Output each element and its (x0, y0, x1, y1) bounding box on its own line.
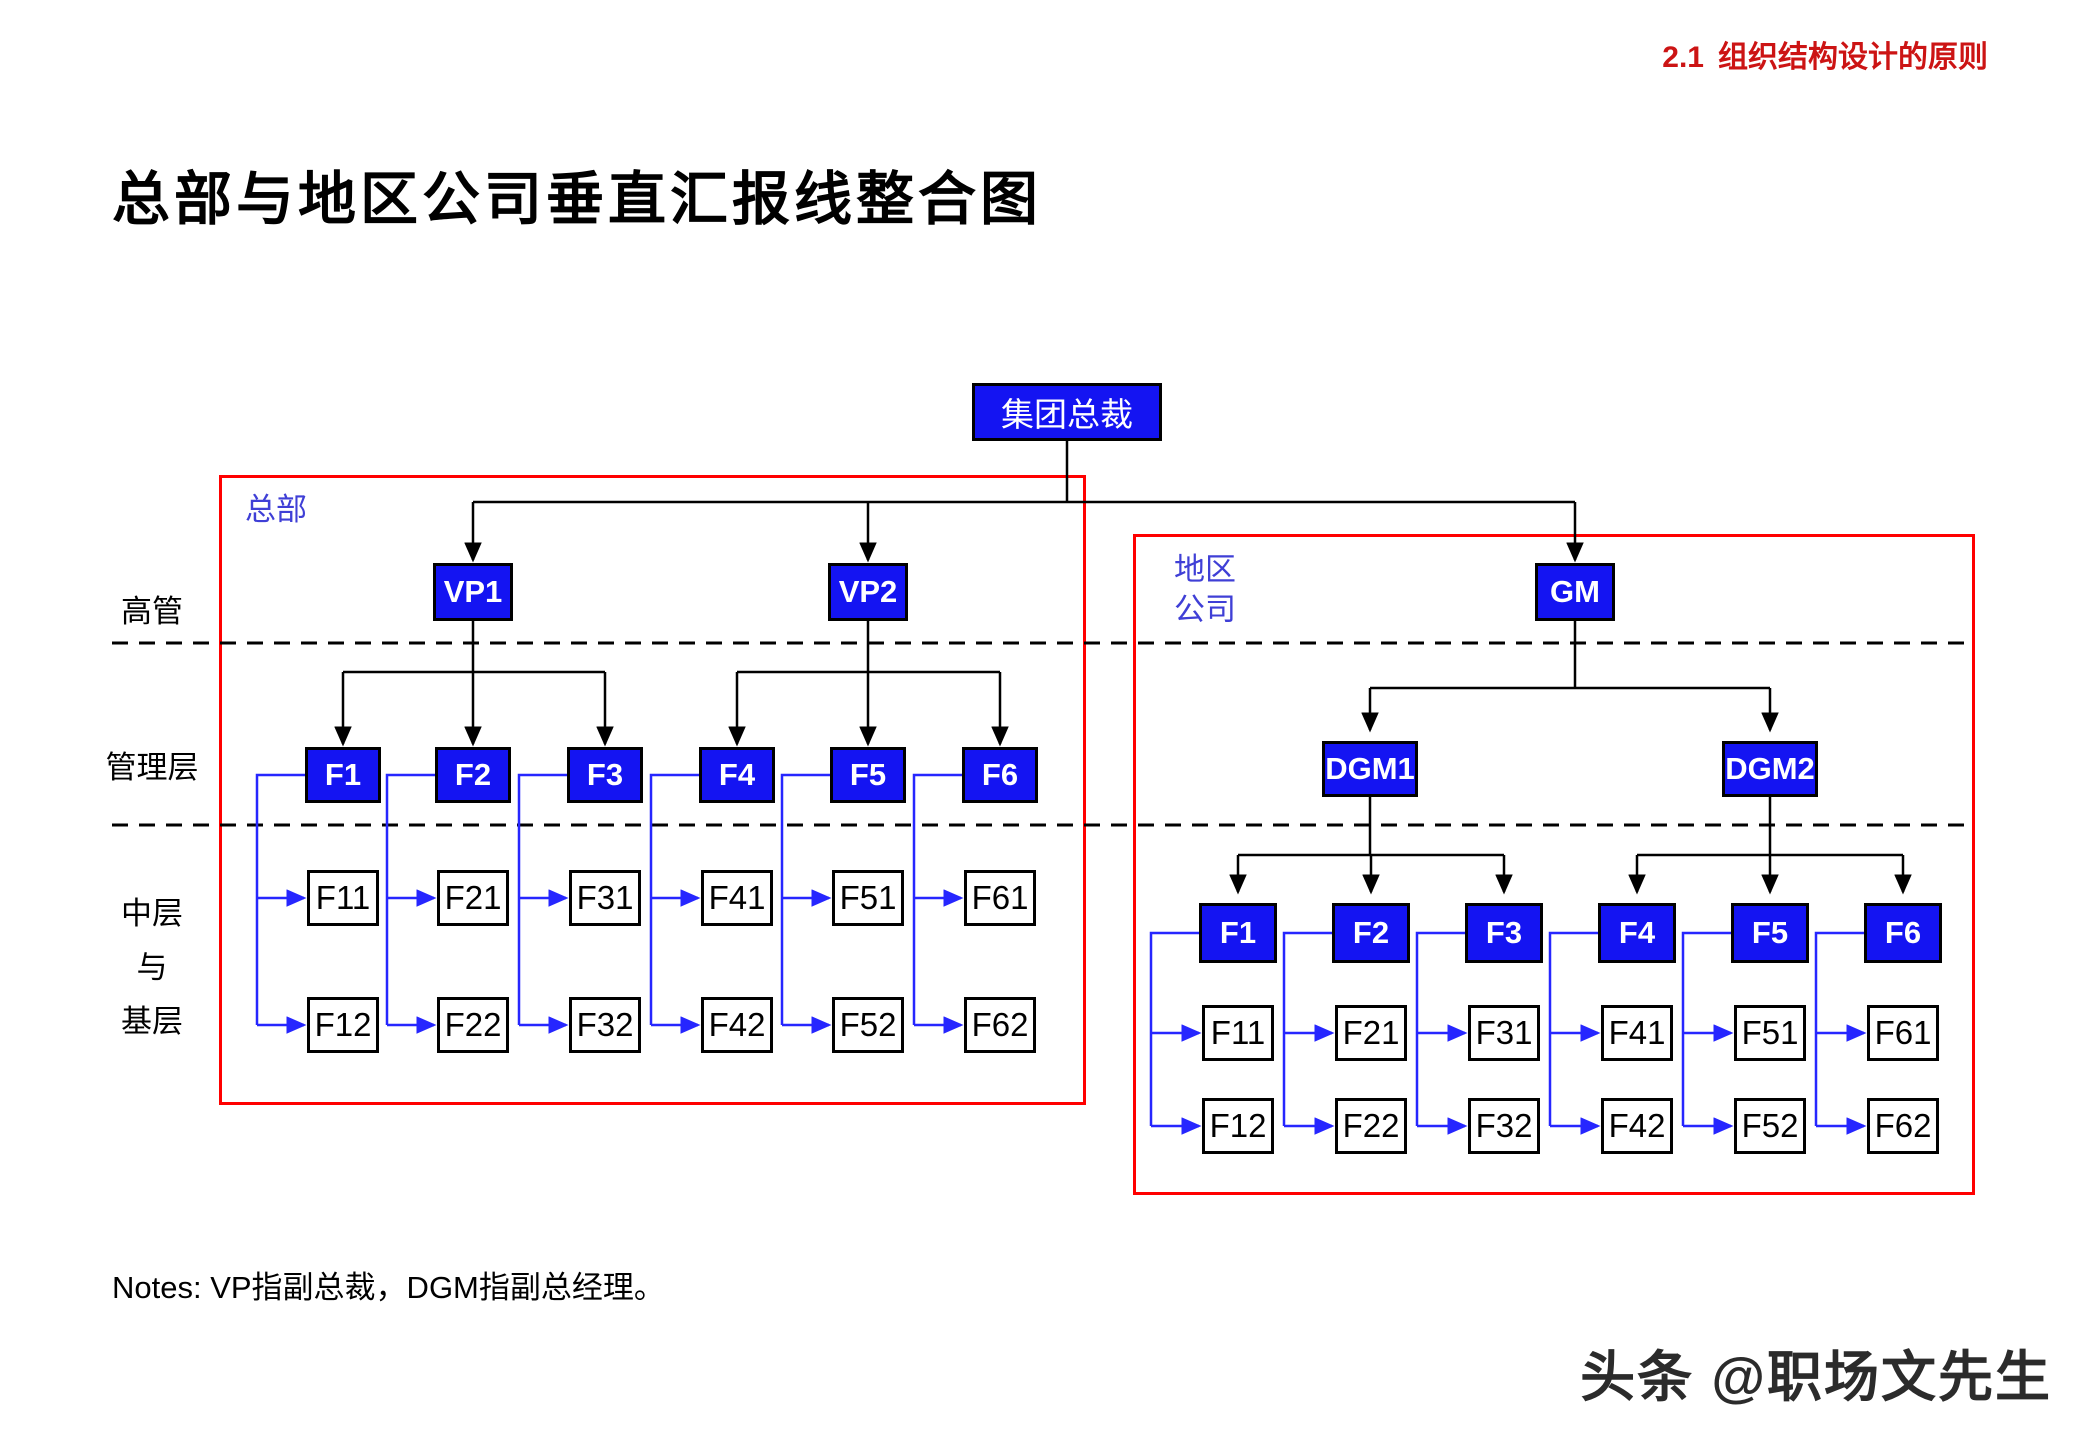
hq-subunit-box-f21: F21 (437, 870, 509, 926)
band-label-and: 与 (136, 950, 168, 985)
hq-manager-box-f6: F6 (962, 747, 1038, 803)
hq-subunit-box-f61: F61 (964, 870, 1036, 926)
hq-manager-box-f3: F3 (567, 747, 643, 803)
section-number: 2.1 (1662, 41, 1704, 74)
regional-manager-box-f5: F5 (1731, 903, 1809, 963)
regional-subunit-box-f52: F52 (1734, 1098, 1806, 1154)
regional-subunit-box-f22: F22 (1335, 1098, 1407, 1154)
section-title: 组织结构设计的原则 (1718, 41, 1988, 74)
hq-subunit-box-f52: F52 (832, 997, 904, 1053)
vp2-box: VP2 (828, 563, 908, 621)
regional-manager-box-f1: F1 (1199, 903, 1277, 963)
regional-region-label-line1: 地区 (1174, 552, 1236, 587)
regional-subunit-box-f32: F32 (1468, 1098, 1540, 1154)
page-title: 总部与地区公司垂直汇报线整合图 (112, 167, 1043, 232)
hq-manager-box-f1: F1 (305, 747, 381, 803)
watermark-text: 头条 @职场文先生 (1580, 1346, 2052, 1408)
hq-manager-box-f5: F5 (830, 747, 906, 803)
band-label-middle: 中层 (121, 896, 183, 931)
vp1-box: VP1 (433, 563, 513, 621)
regional-subunit-box-f31: F31 (1468, 1005, 1540, 1061)
hq-subunit-box-f32: F32 (569, 997, 641, 1053)
hq-region-label: 总部 (245, 492, 307, 527)
ceo-box: 集团总裁 (972, 383, 1162, 441)
hq-subunit-box-f62: F62 (964, 997, 1036, 1053)
band-label-management: 管理层 (105, 750, 199, 785)
regional-subunit-box-f42: F42 (1601, 1098, 1673, 1154)
hq-subunit-box-f42: F42 (701, 997, 773, 1053)
regional-manager-box-f6: F6 (1864, 903, 1942, 963)
regional-region-label: 地区 公司 (1174, 550, 1274, 630)
hq-manager-box-f4: F4 (699, 747, 775, 803)
hq-subunit-box-f12: F12 (307, 997, 379, 1053)
notes-text: Notes: VP指副总裁，DGM指副总经理。 (112, 1270, 665, 1305)
regional-subunit-box-f41: F41 (1601, 1005, 1673, 1061)
regional-subunit-box-f61: F61 (1867, 1005, 1939, 1061)
regional-region-frame (1133, 534, 1975, 1195)
regional-subunit-box-f21: F21 (1335, 1005, 1407, 1061)
regional-subunit-box-f51: F51 (1734, 1005, 1806, 1061)
hq-manager-box-f2: F2 (435, 747, 511, 803)
section-heading: 2.1 组织结构设计的原则 (1662, 32, 1988, 76)
band-label-base: 基层 (121, 1004, 183, 1039)
regional-manager-box-f4: F4 (1598, 903, 1676, 963)
hq-subunit-box-f31: F31 (569, 870, 641, 926)
band-label-executive: 高管 (121, 594, 183, 629)
gm-box: GM (1535, 563, 1615, 621)
hq-subunit-box-f22: F22 (437, 997, 509, 1053)
regional-region-label-line2: 公司 (1174, 592, 1236, 627)
dgm1-box: DGM1 (1322, 741, 1418, 797)
regional-subunit-box-f12: F12 (1202, 1098, 1274, 1154)
regional-subunit-box-f62: F62 (1867, 1098, 1939, 1154)
regional-manager-box-f2: F2 (1332, 903, 1410, 963)
hq-subunit-box-f11: F11 (307, 870, 379, 926)
hq-subunit-box-f41: F41 (701, 870, 773, 926)
regional-manager-box-f3: F3 (1465, 903, 1543, 963)
regional-subunit-box-f11: F11 (1202, 1005, 1274, 1061)
hq-subunit-box-f51: F51 (832, 870, 904, 926)
dgm2-box: DGM2 (1722, 741, 1818, 797)
